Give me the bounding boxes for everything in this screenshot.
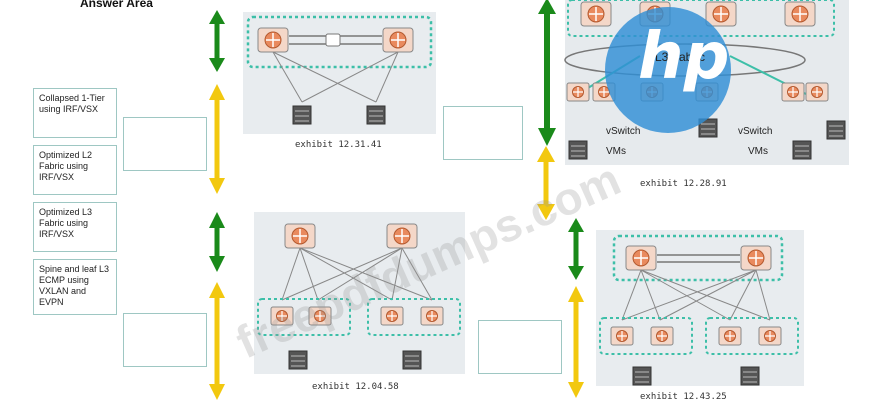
drop-target-3[interactable] (443, 106, 523, 160)
exhibit-caption-4: exhibit 12.43.25 (640, 392, 727, 402)
green-arrow-1 (209, 10, 225, 72)
vswitch-label-right: vSwitch (738, 126, 773, 137)
yellow-arrow-3 (537, 146, 555, 220)
option-optimized-l3-fabric[interactable]: Optimized L3 Fabric using IRF/VSX (33, 202, 117, 252)
exhibit-caption-3: exhibit 12.04.58 (312, 382, 399, 392)
vswitch-label-left: vSwitch (606, 126, 641, 137)
vms-label-right: VMs (748, 146, 768, 157)
option-collapsed-1-tier[interactable]: Collapsed 1-Tier using IRF/VSX (33, 88, 117, 138)
drop-target-4[interactable] (478, 320, 562, 374)
exhibit-caption-1: exhibit 12.31.41 (295, 140, 382, 150)
hp-logo-icon (605, 7, 731, 133)
l3-fabric-label: L3 Fabric (655, 50, 706, 64)
exhibit-caption-2: exhibit 12.28.91 (640, 179, 727, 189)
exhibit-12-43-25-diagram (596, 230, 804, 386)
green-arrow-4 (568, 218, 584, 280)
option-spine-leaf-l3-ecmp[interactable]: Spine and leaf L3 ECMP using VXLAN and E… (33, 259, 117, 315)
yellow-arrow-2 (209, 282, 225, 400)
drop-target-1[interactable] (123, 117, 207, 171)
yellow-arrow-1 (209, 84, 225, 194)
green-arrow-2 (209, 212, 225, 272)
green-arrow-3 (538, 0, 556, 146)
drop-target-2[interactable] (123, 313, 207, 367)
yellow-arrow-4 (568, 286, 584, 398)
exhibit-12-31-41-diagram (243, 12, 436, 134)
hp-logo-text: hp (638, 20, 730, 94)
vms-label-left: VMs (606, 146, 626, 157)
option-optimized-l2-fabric[interactable]: Optimized L2 Fabric using IRF/VSX (33, 145, 117, 195)
exhibit-12-04-58-diagram (254, 212, 465, 374)
answer-area-title: Answer Area (80, 0, 153, 10)
